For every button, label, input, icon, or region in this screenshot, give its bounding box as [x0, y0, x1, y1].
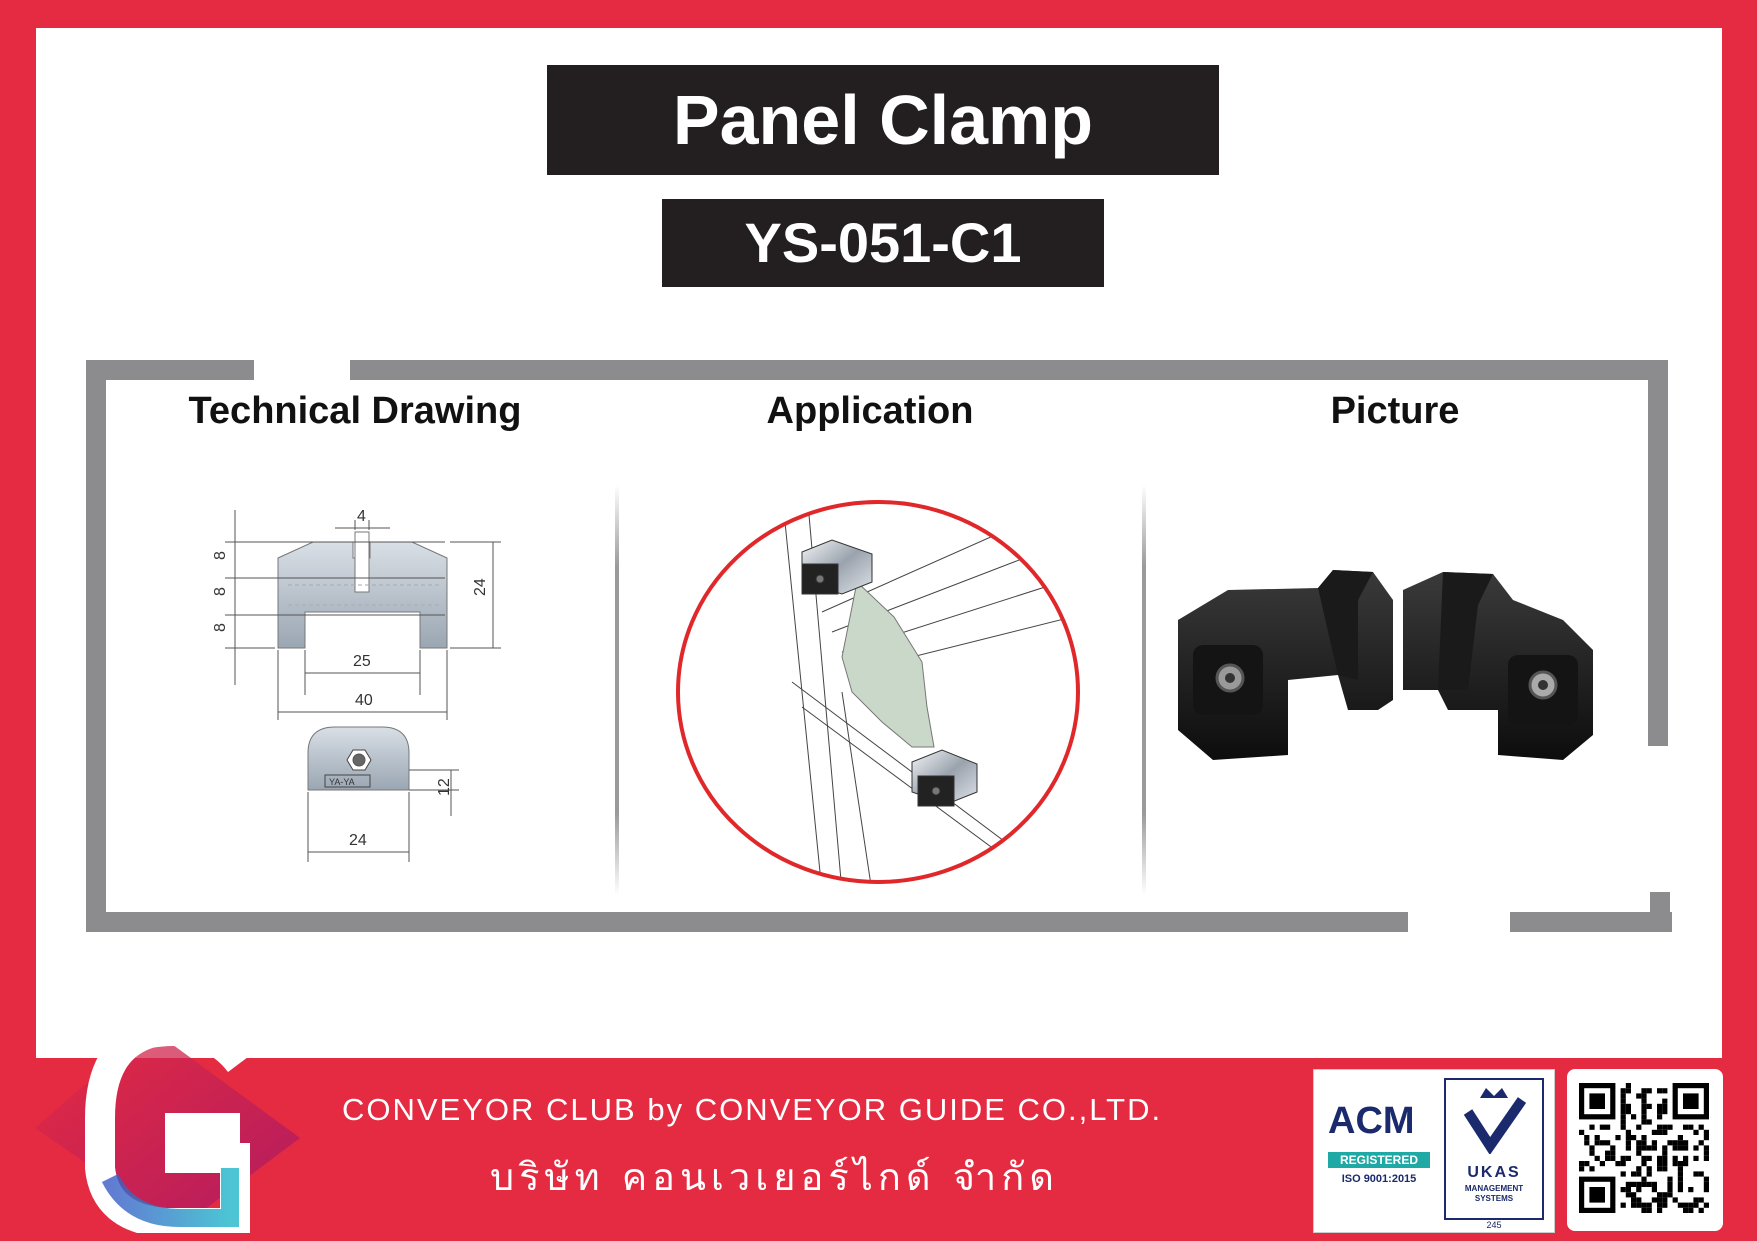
dim-tier-bottom: 8 [212, 623, 229, 632]
acm-logo: ACM [1328, 1100, 1415, 1142]
company-name-thai: บริษัท คอนเวเยอร์ไกด์ จำกัด [490, 1155, 1059, 1199]
ukas-number: 245 [1486, 1220, 1502, 1230]
dim-end-height: 12 [436, 778, 453, 796]
dim-slot: 4 [357, 508, 366, 525]
application-illustration [676, 500, 1080, 884]
heading-technical-drawing: Technical Drawing [188, 390, 522, 432]
dim-end-width: 24 [349, 832, 367, 849]
acm-registered: REGISTERED [1328, 1152, 1430, 1168]
dim-inner-width: 25 [353, 653, 371, 670]
ukas-sub2: SYSTEMS [1474, 1194, 1514, 1203]
heading-picture: Picture [1330, 390, 1460, 432]
dim-height: 24 [472, 578, 489, 596]
qr-code-icon [1579, 1083, 1709, 1213]
heading-application: Application [766, 390, 974, 432]
certification-badge: ACM REGISTERED ISO 9001:2015 UKAS MANAGE… [1313, 1069, 1555, 1233]
qr-code[interactable] [1567, 1069, 1723, 1231]
column-divider [1142, 485, 1146, 895]
technical-drawing: 4 8 8 8 24 25 40 12 24 YA-YA [212, 508, 501, 862]
dim-tier-top: 8 [212, 551, 229, 560]
ukas-box: UKAS MANAGEMENT SYSTEMS 245 [1444, 1078, 1544, 1230]
company-name-english: CONVEYOR CLUB by CONVEYOR GUIDE CO.,LTD. [342, 1092, 1163, 1127]
dim-outer-width: 40 [355, 692, 373, 709]
product-title: Panel Clamp [547, 65, 1219, 175]
company-logo [35, 1018, 300, 1233]
product-photo [1178, 570, 1593, 760]
ukas-label: UKAS [1467, 1164, 1521, 1181]
dim-tier-mid: 8 [212, 587, 229, 596]
model-code: YS-051-C1 [662, 199, 1104, 287]
end-view-mark: YA-YA [329, 777, 355, 787]
column-divider [615, 485, 619, 895]
ukas-sub1: MANAGEMENT [1464, 1184, 1524, 1193]
crown-check-icon [1463, 1088, 1527, 1154]
iso-label: ISO 9001:2015 [1341, 1173, 1417, 1185]
